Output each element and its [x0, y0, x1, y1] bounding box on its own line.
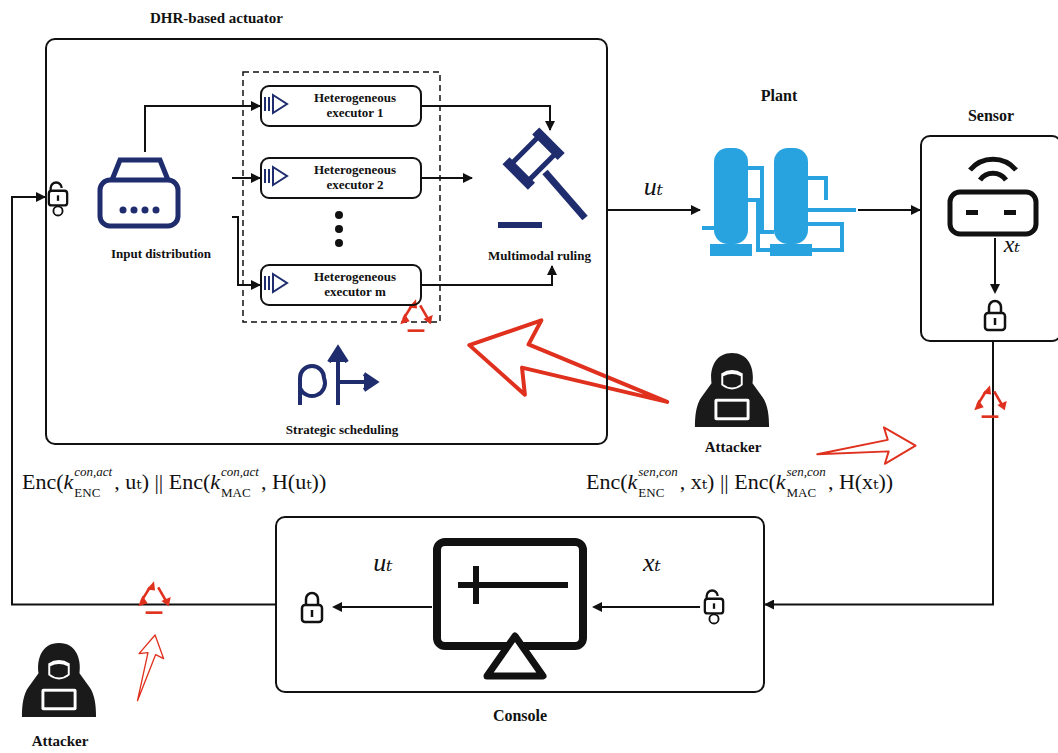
gavel-icon: [498, 127, 585, 228]
connector: [232, 177, 260, 179]
key-indices: sen,conMAC: [787, 465, 826, 499]
signal-name: xₜ: [1004, 230, 1021, 258]
formula-text: Enc(: [586, 469, 628, 495]
executor-box: Heterogeneous executor m: [260, 264, 422, 306]
node-label: Heterogeneous executor 1: [294, 91, 416, 121]
key-superscript: sen,con: [638, 465, 677, 478]
node-label: Heterogeneous executor m: [294, 270, 416, 300]
key-indices: sen,conENC: [638, 465, 677, 499]
plant-icon: [702, 148, 856, 256]
lock-closed: [985, 301, 1005, 330]
formula-text: Enc(: [22, 469, 64, 495]
formula-text: , xₜ) || Enc(: [680, 469, 776, 495]
sensor-icon: [950, 159, 1036, 234]
input-distribution: Input distribution: [90, 152, 232, 264]
key-symbol: k: [64, 469, 74, 495]
signal-name: uₜ: [373, 547, 392, 578]
key-superscript: con,act: [221, 465, 259, 478]
encryption-formula: Enc(ksen,conENC, xₜ) || Enc(ksen,conMAC,…: [586, 462, 893, 502]
key-subscript: ENC: [74, 486, 100, 499]
lock-closed: [302, 593, 322, 622]
tamper-symbol: [974, 385, 1007, 417]
signal-arrow: [990, 238, 1000, 294]
key-superscript: con,act: [74, 465, 112, 478]
connector: [858, 209, 920, 211]
signal-name: xₜ: [643, 547, 661, 578]
attacker-label: Attacker: [705, 439, 762, 456]
signal-arrow: [592, 602, 700, 612]
attacker-label: Attacker: [32, 733, 89, 750]
key-indices: con,actENC: [74, 465, 112, 499]
lock-open: [49, 183, 67, 216]
node-label: Sensor: [922, 107, 1058, 125]
lock-open: [705, 591, 723, 624]
attack-arrow: [131, 633, 167, 704]
node-label: Plant: [700, 87, 858, 105]
node-label: Input distribution: [90, 247, 232, 262]
node-label: Strategic scheduling: [257, 423, 427, 438]
node-label: DHR-based actuator: [150, 10, 283, 27]
attacker-icon: [22, 643, 96, 717]
key-symbol: k: [210, 469, 220, 495]
executor-box: Heterogeneous executor 1: [260, 85, 422, 127]
key-symbol: k: [628, 469, 638, 495]
key-superscript: sen,con: [787, 465, 826, 478]
router-icon: [100, 160, 178, 226]
formula-text: , H(xₜ)): [828, 469, 893, 495]
connector: [607, 209, 700, 211]
formula-text: , H(uₜ)): [261, 469, 326, 495]
executor-box: Heterogeneous executor 2: [260, 157, 422, 199]
edge-label: uₜ: [644, 171, 663, 202]
plant: Plant: [700, 85, 858, 265]
sensor-box: Sensor: [920, 135, 1058, 342]
connector: [422, 266, 552, 285]
connector: [12, 197, 275, 605]
attack-arrow: [462, 308, 678, 422]
key-subscript: MAC: [221, 486, 251, 499]
monitor-icon: [437, 542, 583, 676]
formula-text: , uₜ) || Enc(: [114, 469, 210, 495]
scheduling-unit: Strategic scheduling: [257, 342, 427, 440]
key-subscript: MAC: [787, 486, 817, 499]
connector: [422, 177, 472, 179]
executor-icons: [265, 95, 287, 292]
scheduling-icon: [300, 348, 376, 405]
key-subscript: ENC: [638, 486, 664, 499]
connector: [232, 217, 260, 285]
attacker-icon: [695, 353, 769, 427]
node-label: Multimodal ruling: [472, 249, 607, 264]
connector: [422, 106, 550, 130]
node-label: Heterogeneous executor 2: [294, 163, 416, 193]
executor-group: [243, 72, 440, 322]
console-box: Console: [275, 516, 765, 693]
node-label: Console: [277, 707, 763, 725]
connector: [765, 342, 993, 605]
key-indices: con,actMAC: [221, 465, 259, 499]
signal-arrow: [332, 602, 432, 612]
encryption-formula: Enc(kcon,actENC, uₜ) || Enc(kcon,actMAC,…: [22, 462, 326, 502]
attack-arrow: [817, 427, 915, 463]
actuator-box: DHR-based actuatorInput distributionHete…: [45, 38, 608, 445]
key-symbol: k: [776, 469, 786, 495]
ruling-unit: Multimodal ruling: [472, 130, 607, 266]
tamper-symbol: [138, 581, 171, 613]
ellipsis-dots: [335, 211, 343, 247]
tamper-symbol: [400, 299, 433, 331]
